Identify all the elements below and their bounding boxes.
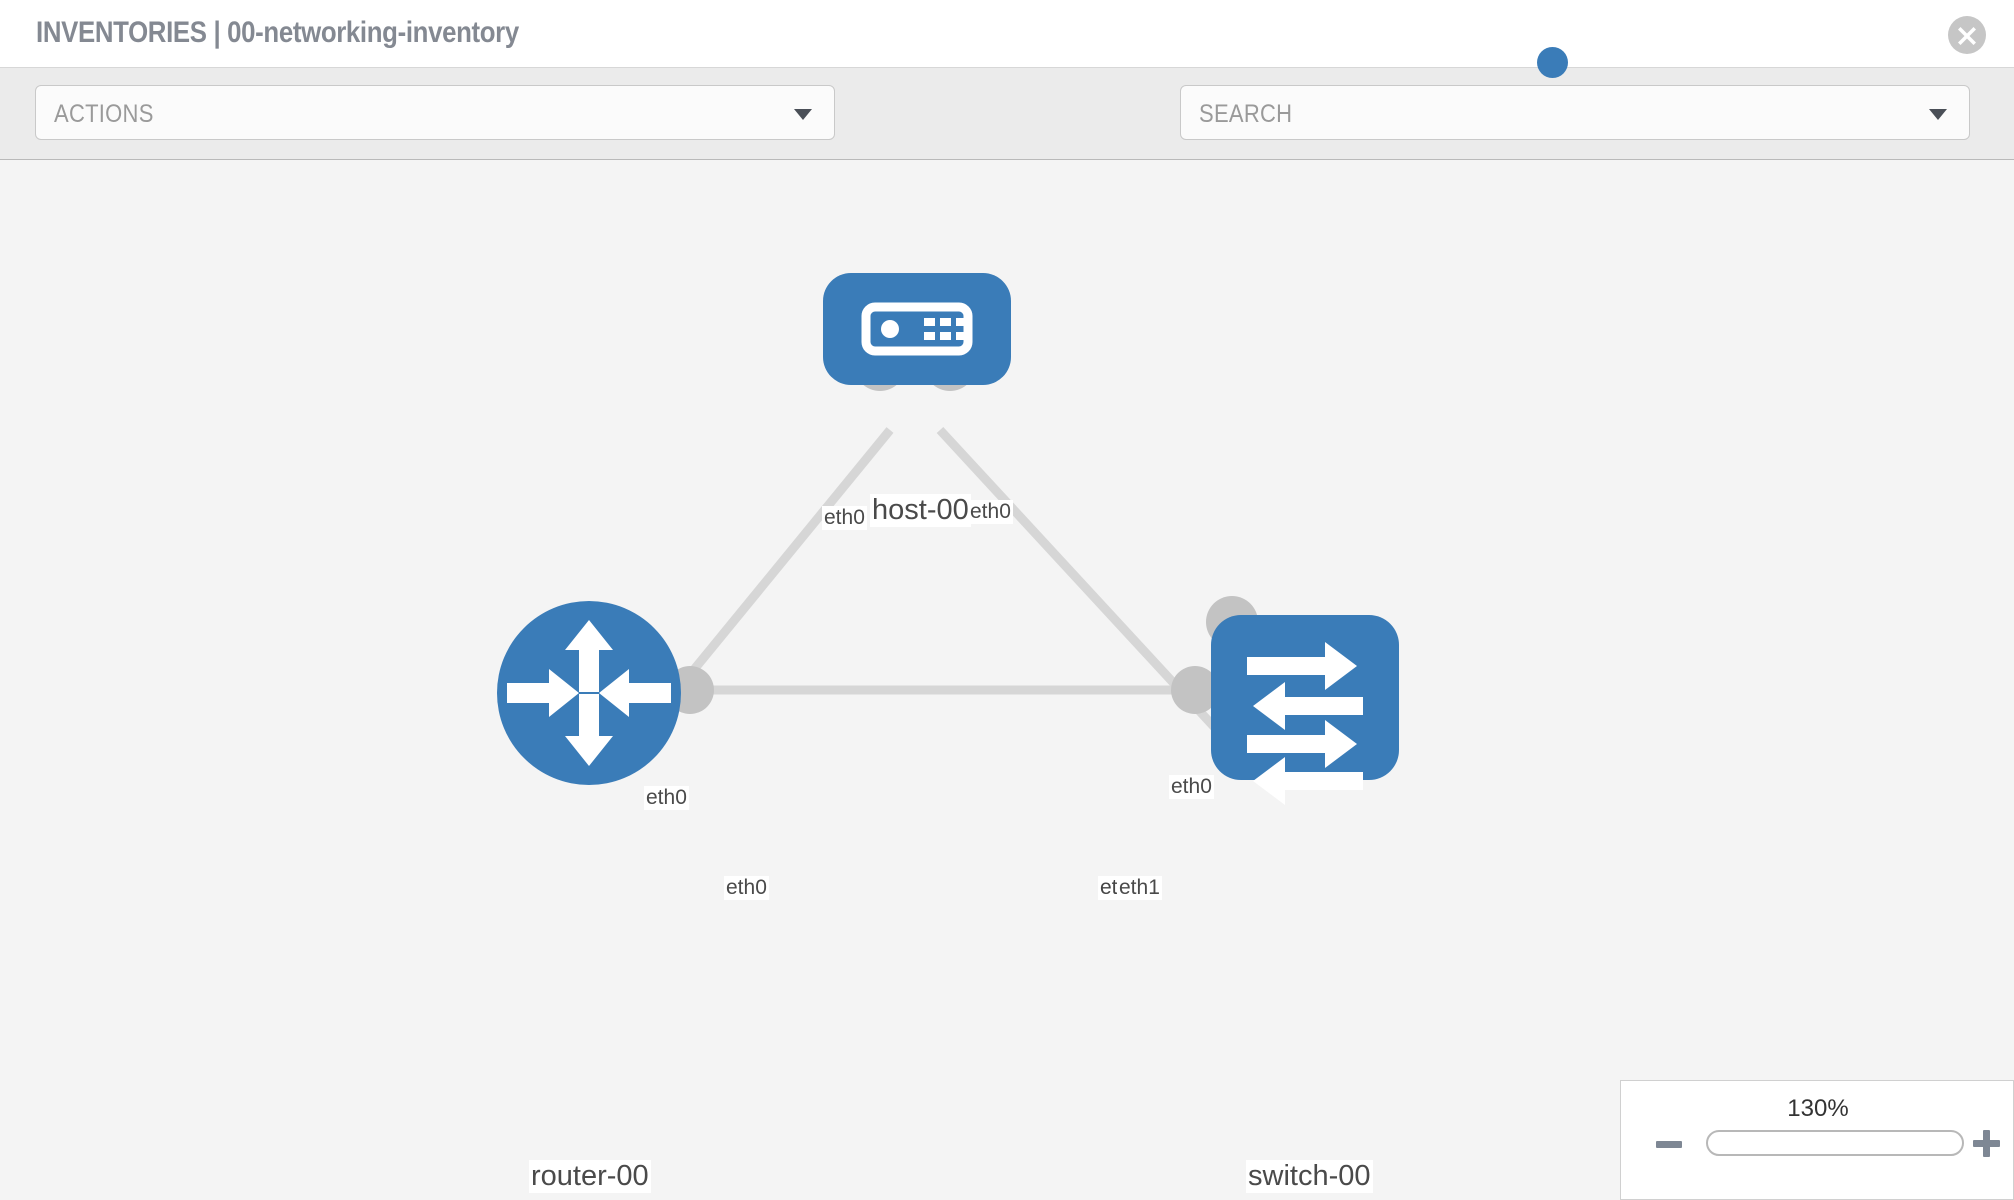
page-header: INVENTORIES | 00-networking-inventory <box>0 0 2014 68</box>
topology-graph <box>497 273 1399 805</box>
edge-label-switch-to-host: eth0 <box>1169 775 1214 799</box>
zoom-slider-track[interactable] <box>1706 1130 1964 1156</box>
node-label-router-00: router-00 <box>529 1160 651 1193</box>
zoom-level-value: 130% <box>1787 1095 1849 1122</box>
node-label-host-00: host-00 <box>870 494 971 527</box>
edge-label-switch-to-router: eth1 <box>1117 876 1162 900</box>
actions-dropdown-label: ACTIONS <box>54 100 154 128</box>
zoom-in-button[interactable] <box>1973 1130 2000 1157</box>
port-stub-switch-left <box>1171 666 1219 714</box>
edge-label-router-to-switch: eth0 <box>724 876 769 900</box>
node-router-00[interactable] <box>497 601 681 785</box>
node-switch-00[interactable] <box>1211 615 1399 805</box>
chevron-down-icon <box>1929 109 1947 120</box>
actions-dropdown[interactable]: ACTIONS <box>35 85 835 140</box>
zoom-out-button[interactable] <box>1656 1141 1682 1148</box>
node-label-switch-00: switch-00 <box>1246 1160 1373 1193</box>
search-input[interactable]: SEARCH <box>1180 85 1970 140</box>
topology-canvas[interactable]: host-00 router-00 switch-00 eth0 eth0 et… <box>0 160 2014 1200</box>
edge-label-host-to-router: eth0 <box>822 506 867 530</box>
close-icon[interactable] <box>1948 16 1986 54</box>
page-title: INVENTORIES | 00-networking-inventory <box>36 16 519 49</box>
zoom-control-panel: 130% <box>1620 1080 2014 1200</box>
chevron-down-icon <box>794 109 812 120</box>
node-host-00[interactable] <box>823 273 1011 385</box>
edge-label-host-to-switch: eth0 <box>968 500 1013 524</box>
edge-label-router-to-host: eth0 <box>644 786 689 810</box>
zoom-slider-thumb[interactable] <box>1537 47 1568 78</box>
search-placeholder: SEARCH <box>1199 100 1293 128</box>
toolbar: ACTIONS SEARCH <box>0 68 2014 192</box>
